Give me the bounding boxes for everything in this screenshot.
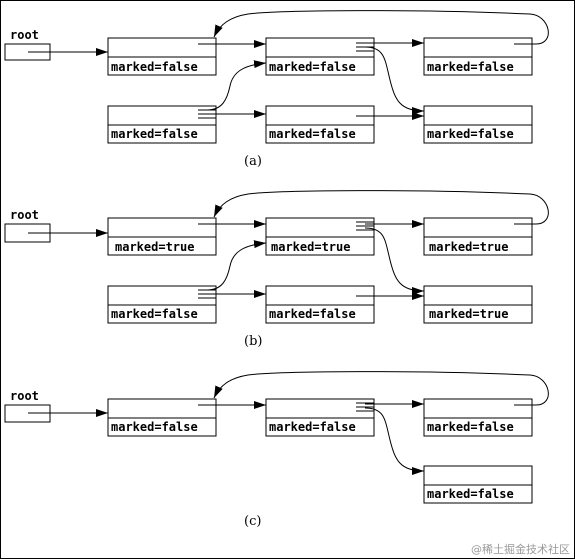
edge-arrow	[206, 240, 267, 291]
node-label: marked=false	[269, 60, 356, 74]
panel-b: root marked=true marked=true marked=true…	[4, 190, 549, 349]
root-label: root	[10, 389, 39, 403]
node-label: marked=false	[427, 487, 514, 501]
node-a3: marked=false	[423, 37, 533, 76]
node-label: marked=false	[269, 420, 356, 434]
edge-arrow	[213, 190, 549, 225]
root-label: root	[10, 28, 39, 42]
node-label: marked=false	[269, 307, 356, 321]
edge-arrow	[364, 407, 425, 475]
node-label: marked=false	[111, 307, 198, 321]
node-a5: marked=false	[265, 105, 375, 144]
panel-caption: (a)	[244, 154, 262, 169]
node-b3: marked=true	[423, 217, 533, 256]
node-c1: marked=false	[107, 398, 217, 437]
node-label: marked=false	[427, 420, 514, 434]
node-a4: marked=false	[107, 105, 217, 144]
edge-arrow	[213, 371, 549, 406]
root-label: root	[10, 208, 39, 222]
node-c2: marked=false	[265, 398, 375, 437]
panel-c: root marked=false marked=false marked=fa…	[4, 371, 549, 529]
node-b5: marked=false	[265, 285, 375, 324]
node-c3: marked=false	[423, 398, 533, 437]
panel-a: root marked=false marked=false marked=fa…	[4, 10, 549, 169]
node-label: marked=false	[427, 127, 514, 141]
edge-arrow	[206, 60, 267, 111]
node-b1: marked=true	[107, 217, 217, 256]
node-label: marked=true	[271, 240, 350, 254]
node-a1: marked=false	[107, 37, 217, 76]
node-label: marked=false	[111, 60, 198, 74]
watermark: @稀土掘金技术社区	[471, 542, 570, 556]
node-label: marked=false	[111, 127, 198, 141]
node-b2: marked=true	[265, 217, 375, 256]
node-label: marked=false	[269, 127, 356, 141]
node-a6: marked=false	[423, 105, 533, 144]
edge-arrow	[213, 10, 549, 45]
panel-caption: (b)	[244, 334, 262, 349]
node-c4: marked=false	[423, 465, 533, 504]
node-a2: marked=false	[265, 37, 375, 76]
node-b4: marked=false	[107, 285, 217, 324]
edge-arrow	[364, 227, 425, 295]
node-label: marked=true	[115, 240, 194, 254]
node-label: marked=false	[111, 420, 198, 434]
node-label: marked=true	[429, 240, 508, 254]
panel-caption: (c)	[244, 514, 261, 529]
edge-arrow	[364, 46, 425, 115]
node-b6: marked=true	[423, 285, 533, 324]
node-label: marked=true	[429, 307, 508, 321]
node-label: marked=false	[427, 60, 514, 74]
